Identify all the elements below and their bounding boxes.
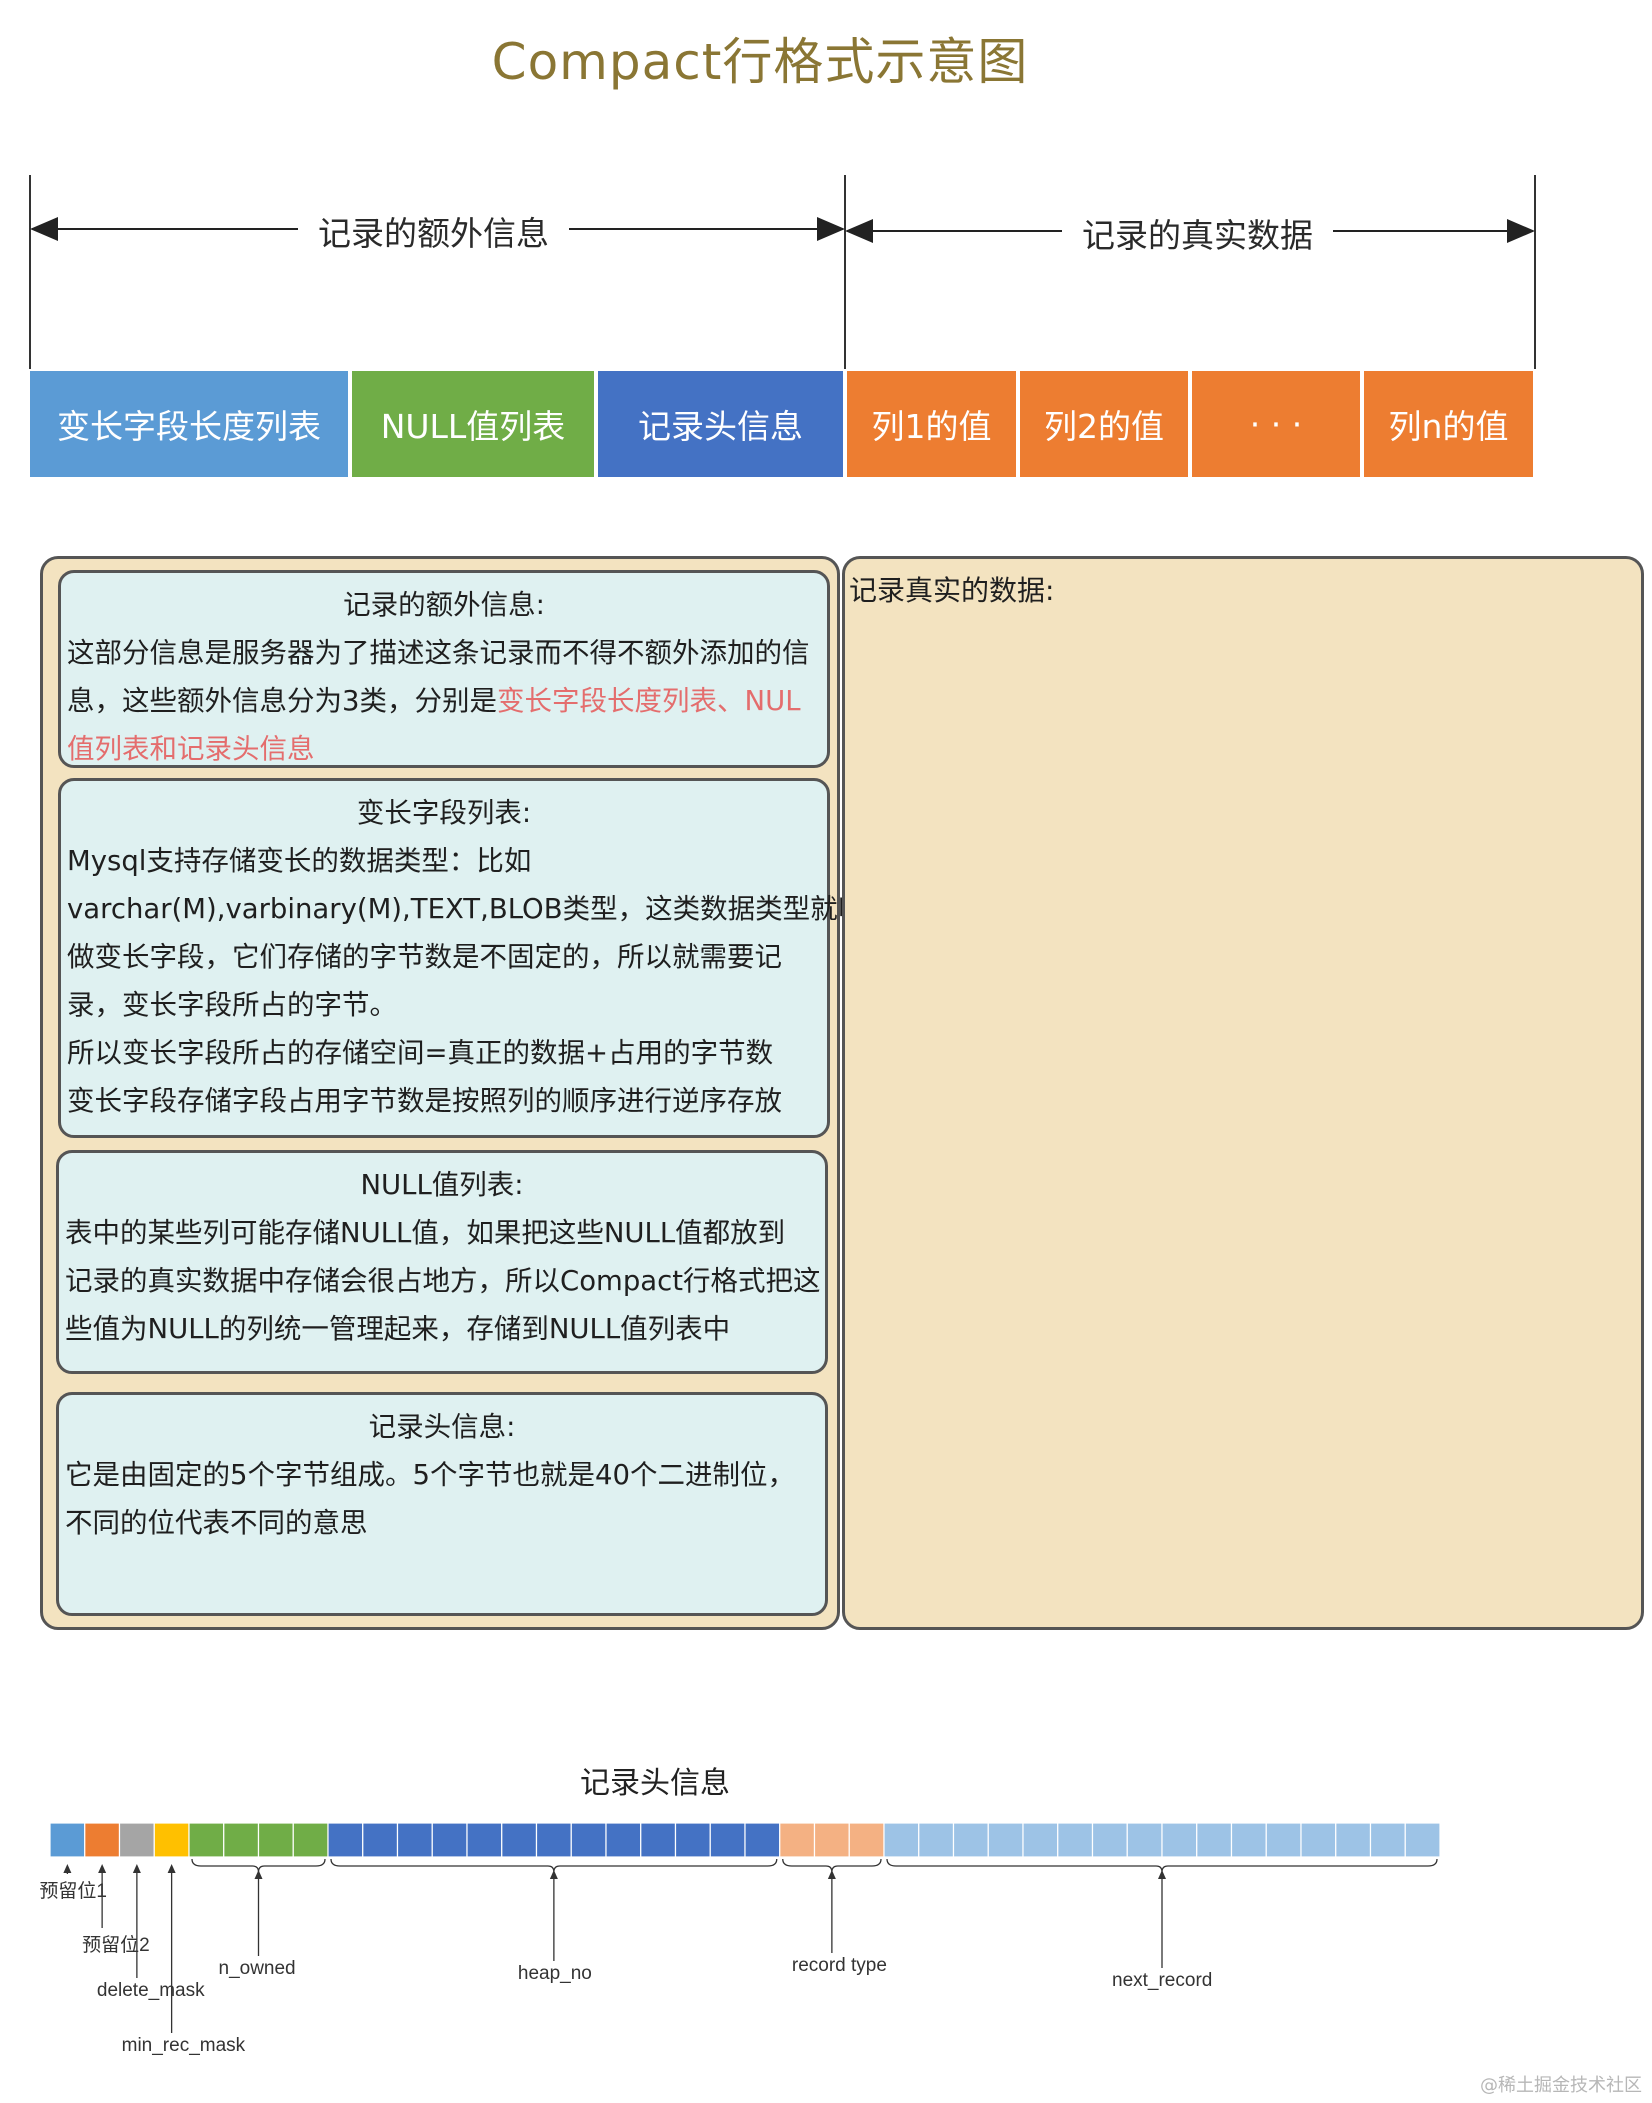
bit-cell [1161,1822,1198,1858]
var-length-heading: 变长字段列表: [356,797,532,829]
real-data-header: 记录的真实数据 [1062,209,1333,257]
bit-cell [1335,1822,1372,1858]
bit-cell [987,1822,1024,1858]
bit-cell [952,1822,989,1858]
field-pointer-head [1158,1870,1166,1879]
record-header-bits [49,1822,1441,2033]
bit-cell [1404,1822,1441,1858]
row-cell: 变长字段长度列表 [28,369,350,479]
record-header-diagram-title: 记录头信息 [580,1766,730,1801]
bit-cell [1057,1822,1094,1858]
bit-field-label: 预留位1 [39,1881,107,1902]
bit-cell [257,1822,294,1858]
bit-cell [570,1822,607,1858]
bit-cell [327,1822,364,1858]
var-length-line: Mysql支持存储变长的数据类型：比如 [67,845,532,877]
bit-cell [118,1822,155,1858]
bit-cell [362,1822,399,1858]
bit-cell [501,1822,538,1858]
record-header-line: 不同的位代表不同的意思 [65,1507,368,1539]
extra-info-box: 记录的额外信息: 这部分信息是服务器为了描述这条记录而不得不额外添加的信 息，这… [58,570,830,768]
bit-field-label: next_record [1112,1970,1213,1991]
bit-field-label: min_rec_mask [121,2035,246,2056]
bit-cell [431,1822,468,1858]
bit-cell [813,1822,850,1858]
record-header-line: 它是由固定的5个字节组成。5个字节也就是40个二进制位， [65,1459,795,1491]
field-pointer-head [132,1864,141,1873]
bit-field-label: 预留位2 [82,1935,150,1956]
field-pointer-head [63,1864,72,1873]
bit-cell [848,1822,885,1858]
bit-cell [918,1822,955,1858]
bit-cell [605,1822,642,1858]
diagram-title: Compact行格式示意图 [491,33,1029,91]
bit-cell [1022,1822,1059,1858]
field-pointer-head [254,1870,263,1879]
var-length-line: 所以变长字段所占的存储空间=真正的数据+占用的字节数 [67,1037,774,1069]
bit-field-label: record type [791,1955,887,1976]
extra-info-highlight-1: 变长字段长度列表、NUL [497,685,801,717]
bit-cell [396,1822,433,1858]
var-length-line: 变长字段存储字段占用字节数是按照列的顺序进行逆序存放 [67,1085,782,1117]
bit-cell [1230,1822,1267,1858]
bit-cell [84,1822,121,1858]
field-pointer-head [827,1870,836,1879]
bit-cell [49,1822,86,1858]
null-list-line: 些值为NULL的列统一管理起来，存储到NULL值列表中 [65,1313,731,1345]
bit-cell [779,1822,816,1858]
extra-info-highlight-2: 值列表和记录头信息 [67,733,315,765]
bit-cell [153,1822,190,1858]
bit-cell [188,1822,225,1858]
null-list-line: 记录的真实数据中存储会很占地方，所以Compact行格式把这 [65,1265,821,1297]
bit-cell [1196,1822,1233,1858]
bit-cell [640,1822,677,1858]
null-list-heading: NULL值列表: [360,1169,524,1201]
bit-field-label: heap_no [517,1963,592,1984]
extra-info-heading: 记录的额外信息: [343,589,545,621]
var-length-line: 录，变长字段所占的字节。 [67,989,397,1021]
null-list-line: 表中的某些列可能存储NULL值，如果把这些NULL值都放到 [65,1217,786,1249]
extra-info-text-1: 这部分信息是服务器为了描述这条记录而不得不额外添加的信 [67,637,810,669]
real-data-panel: 记录真实的数据: [842,556,1644,1630]
bit-cell [1265,1822,1302,1858]
var-length-line: varchar(M),varbinary(M),TEXT,BLOB类型，这类数据… [67,893,866,925]
bit-field-label: n_owned [218,1958,296,1979]
var-length-line: 做变长字段，它们存储的字节数是不固定的，所以就需要记 [67,941,782,973]
bit-field-label: delete_mask [96,1980,205,2001]
record-header-heading: 记录头信息: [368,1411,516,1443]
extra-info-header: 记录的额外信息 [298,207,569,255]
var-length-box: 变长字段列表: Mysql支持存储变长的数据类型：比如 varchar(M),v… [58,778,866,1138]
bit-cell [674,1822,711,1858]
bit-cell [883,1822,920,1858]
bit-cell [1369,1822,1406,1858]
real-data-heading: 记录真实的数据: [849,574,1055,607]
row-cell: 列1的值 [845,369,1018,479]
record-header-box: 记录头信息: 它是由固定的5个字节组成。5个字节也就是40个二进制位， 不同的位… [56,1392,828,1616]
bit-cell [744,1822,781,1858]
field-pointer-head [167,1864,176,1873]
field-pointer-head [549,1870,558,1879]
bit-cell [223,1822,260,1858]
row-cell: NULL值列表 [350,369,596,479]
row-cell: · · · [1190,369,1362,479]
bit-cell [535,1822,572,1858]
row-cell: 列2的值 [1018,369,1190,479]
row-cell: 列n的值 [1362,369,1535,479]
row-cell: 记录头信息 [596,369,845,479]
top-brackets [29,175,1536,369]
bit-cell [292,1822,329,1858]
field-pointer-head [98,1864,107,1873]
watermark: @稀土掘金技术社区 [1480,2075,1642,2096]
bit-cell [709,1822,746,1858]
null-list-box: NULL值列表: 表中的某些列可能存储NULL值，如果把这些NULL值都放到 记… [56,1150,828,1374]
extra-info-text-2: 息，这些额外信息分为3类，分别是 [67,685,497,717]
bit-cell [466,1822,503,1858]
bit-cell [1126,1822,1163,1858]
bit-cell [1091,1822,1128,1858]
bit-cell [1300,1822,1337,1858]
